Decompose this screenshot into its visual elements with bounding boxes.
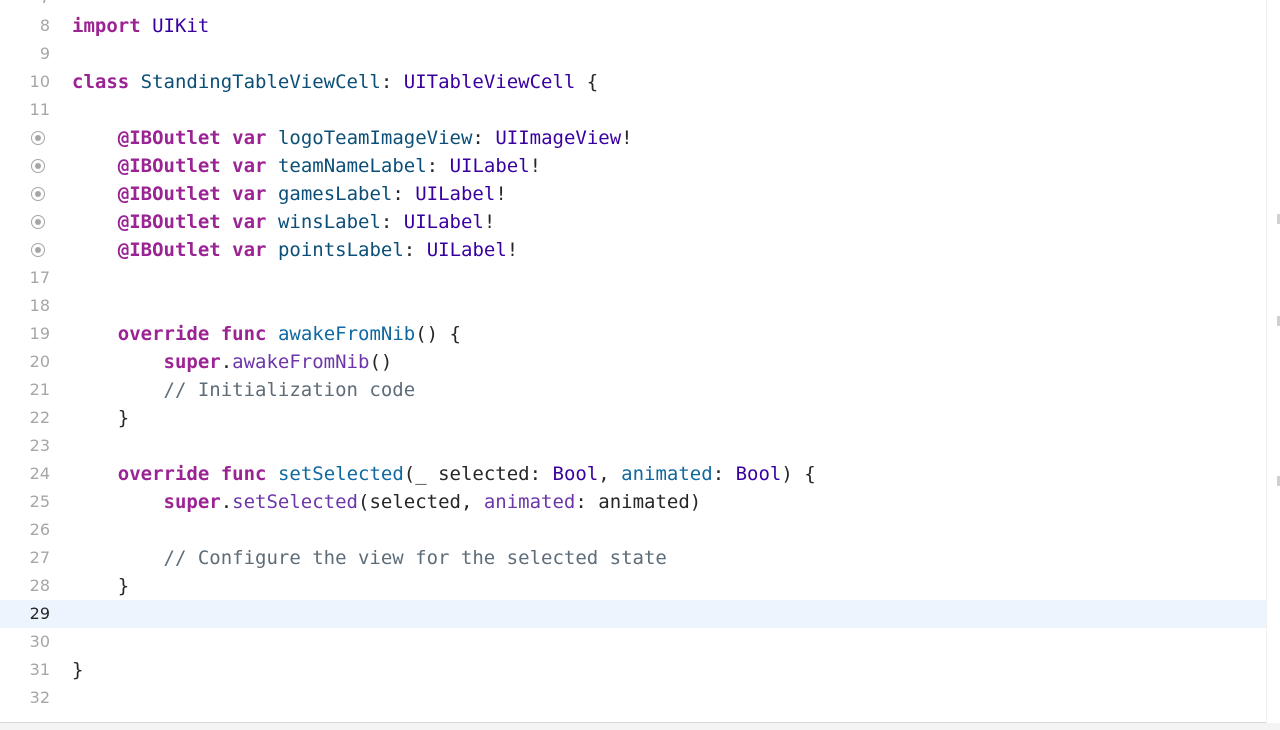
outlet-connected-icon[interactable] (31, 243, 45, 257)
code-editor[interactable]: 7 8 import UIKit 9 10 class StandingTableView… (0, 0, 1266, 722)
code-line-21[interactable]: 21 // Initialization code (0, 376, 1266, 404)
code-text: } (72, 407, 130, 429)
outlet-connected-icon[interactable] (31, 215, 45, 229)
line-number: 31 (29, 660, 50, 679)
code-line-19[interactable]: 19 override func awakeFromNib() { (0, 320, 1266, 348)
code-lines[interactable]: 7 8 import UIKit 9 10 class StandingTableView… (0, 0, 1266, 712)
line-number: 23 (29, 436, 50, 455)
code-line-23[interactable]: 23 (0, 432, 1266, 460)
code-line-29[interactable]: 29 (0, 600, 1266, 628)
code-line-31[interactable]: 31} (0, 656, 1266, 684)
code-line-27[interactable]: 27 // Configure the view for the selecte… (0, 544, 1266, 572)
line-number: 18 (29, 296, 50, 315)
line-number: 7 (0, 0, 50, 12)
line-number: 9 (39, 44, 50, 63)
line-number: 10 (29, 72, 50, 91)
line-number: 30 (29, 632, 50, 651)
editor-bottom-divider (0, 722, 1266, 723)
code-line-22[interactable]: 22 } (0, 404, 1266, 432)
code-line-15[interactable]: @IBOutlet var winsLabel: UILabel! (0, 208, 1266, 236)
outlet-connected-icon[interactable] (31, 187, 45, 201)
code-text: // Initialization code (163, 379, 416, 401)
minimap-marker (1277, 476, 1280, 486)
code-line-20[interactable]: 20 super.awakeFromNib() (0, 348, 1266, 376)
code-line-28[interactable]: 28 } (0, 572, 1266, 600)
editor-status-bar (0, 723, 1280, 730)
code-line-7[interactable]: 7 (0, 0, 1266, 12)
code-text: import UIKit (72, 15, 210, 37)
minimap-strip[interactable] (1266, 0, 1280, 723)
code-line-26[interactable]: 26 (0, 516, 1266, 544)
code-text: @IBOutlet var winsLabel: UILabel! (117, 211, 496, 233)
code-line-12[interactable]: @IBOutlet var logoTeamImageView: UIImage… (0, 124, 1266, 152)
code-line-11[interactable]: 11 (0, 96, 1266, 124)
code-line-30[interactable]: 30 (0, 628, 1266, 656)
line-number: 8 (39, 16, 50, 35)
minimap-marker (1277, 316, 1280, 326)
line-number: 11 (29, 100, 50, 119)
code-line-32[interactable]: 32 (0, 684, 1266, 712)
line-number: 28 (29, 576, 50, 595)
outlet-connected-icon[interactable] (31, 159, 45, 173)
code-line-8[interactable]: 8 import UIKit (0, 12, 1266, 40)
code-line-16[interactable]: @IBOutlet var pointsLabel: UILabel! (0, 236, 1266, 264)
line-number: 17 (29, 268, 50, 287)
code-line-14[interactable]: @IBOutlet var gamesLabel: UILabel! (0, 180, 1266, 208)
code-text: @IBOutlet var pointsLabel: UILabel! (117, 239, 519, 261)
code-text: // Configure the view for the selected s… (163, 547, 667, 569)
line-number: 29 (29, 604, 50, 623)
code-text: @IBOutlet var teamNameLabel: UILabel! (117, 155, 542, 177)
line-number: 24 (29, 464, 50, 483)
outlet-connected-icon[interactable] (31, 131, 45, 145)
line-number: 25 (29, 492, 50, 511)
code-text: class StandingTableViewCell: UITableView… (72, 71, 599, 93)
line-number: 20 (29, 352, 50, 371)
line-number: 27 (29, 548, 50, 567)
code-line-24[interactable]: 24 override func setSelected(_ selected:… (0, 460, 1266, 488)
code-text: } (72, 575, 130, 597)
code-text: override func setSelected(_ selected: Bo… (117, 463, 816, 485)
line-number: 19 (29, 324, 50, 343)
code-text: } (72, 659, 84, 681)
code-line-13[interactable]: @IBOutlet var teamNameLabel: UILabel! (0, 152, 1266, 180)
code-text: super.setSelected(selected, animated: an… (163, 491, 702, 513)
line-number: 22 (29, 408, 50, 427)
code-line-9[interactable]: 9 (0, 40, 1266, 68)
code-text: super.awakeFromNib() (163, 351, 393, 373)
line-number: 26 (29, 520, 50, 539)
code-line-17[interactable]: 17 (0, 264, 1266, 292)
minimap-marker (1277, 214, 1280, 224)
code-line-25[interactable]: 25 super.setSelected(selected, animated:… (0, 488, 1266, 516)
code-line-18[interactable]: 18 (0, 292, 1266, 320)
code-text: @IBOutlet var gamesLabel: UILabel! (117, 183, 507, 205)
line-number: 21 (29, 380, 50, 399)
code-line-10[interactable]: 10 class StandingTableViewCell: UITableVi… (0, 68, 1266, 96)
line-number: 32 (29, 688, 50, 707)
code-text: @IBOutlet var logoTeamImageView: UIImage… (117, 127, 633, 149)
code-text: override func awakeFromNib() { (117, 323, 461, 345)
